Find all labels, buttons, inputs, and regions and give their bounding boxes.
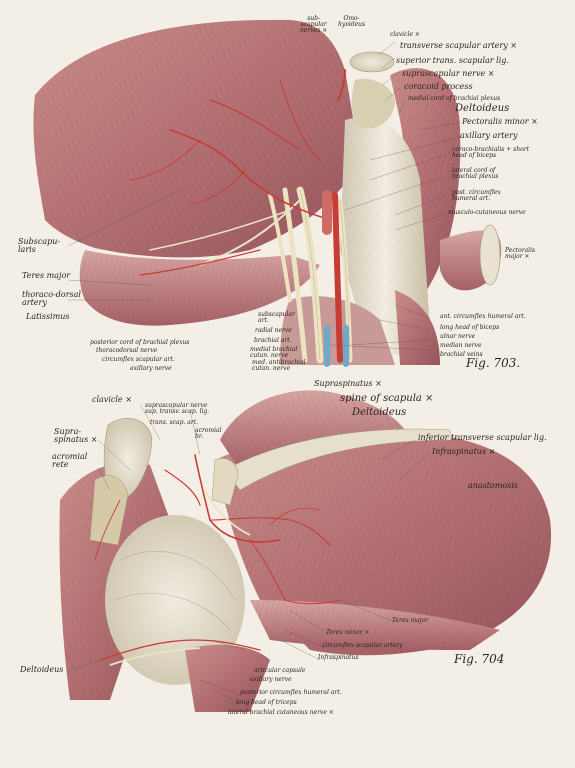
label-acromial-rete: acromial rete bbox=[52, 452, 88, 469]
label-medial-brachial-cutan: medial brachial cutan. nerve bbox=[250, 346, 298, 359]
label-supraspinatus-left: Supra- spinatus × bbox=[54, 427, 98, 444]
spine-of-scapula bbox=[224, 428, 453, 491]
label-coracoid-process: coracoid process bbox=[404, 82, 473, 91]
label-medial-cord: medial cord of brachial plexus bbox=[408, 95, 501, 102]
caption-fig-704: Fig. 704 bbox=[454, 652, 505, 666]
label-median-nerve: median nerve bbox=[440, 342, 482, 349]
label-clavicle-703: clavicle × bbox=[390, 31, 420, 38]
label-anastomosis: anastomosis bbox=[468, 481, 518, 490]
label-axillary-artery: axillary artery bbox=[460, 131, 518, 140]
label-ant-circumflex: ant. circumflex humeral art. bbox=[440, 313, 526, 320]
label-infraspinatus-704: Infraspinatus × bbox=[432, 447, 496, 456]
label-subscapular-nerves: sub- scapular nerves × bbox=[300, 15, 328, 34]
label-supraspinatus-704: Supraspinatus × bbox=[314, 379, 382, 388]
label-spine-of-scapula: spine of scapula × bbox=[340, 393, 434, 404]
label-transverse-scapular-artery: transverse scapular artery × bbox=[400, 41, 517, 50]
label-circumflex-scapular-artery: circumflex scapular artery bbox=[322, 642, 403, 649]
label-long-head-triceps: long head of triceps bbox=[236, 699, 297, 706]
label-suprascapular-nerve-704: suprascapular nerve sup. transv. scap. l… bbox=[145, 402, 210, 415]
label-brachial-art: brachial art. bbox=[254, 337, 292, 344]
label-med-antibrachial: med. antibrachial cutan. nerve bbox=[252, 359, 306, 372]
label-posterior-circumflex: posterior circumflex humeral art. bbox=[240, 689, 342, 696]
label-axillary-nerve-703: axillary nerve bbox=[130, 365, 172, 372]
nerve-branches bbox=[109, 489, 251, 666]
fig704-drawing bbox=[59, 390, 552, 714]
label-superior-trans-scapular-lig: superior trans. scapular lig. bbox=[396, 56, 509, 65]
label-pectoralis-major: Pectoralis major × bbox=[505, 247, 536, 260]
label-subscapular-art: subscapular art. bbox=[258, 311, 295, 324]
fig703-drawing bbox=[33, 19, 502, 367]
label-acromial-br: acromial br. bbox=[195, 427, 222, 440]
label-lateral-brachial-cutaneous: lateral brachial cutaneous nerve × bbox=[228, 709, 334, 716]
label-circumflex-scapular-art: circumflex scapular art. bbox=[102, 356, 175, 363]
label-posterior-cord: posterior cord of brachial plexus bbox=[90, 339, 190, 346]
label-pectoralis-minor: Pectoralis minor × bbox=[462, 117, 538, 126]
label-ulnar-nerve: ulnar nerve bbox=[440, 333, 476, 340]
label-teres-minor: Teres minor × bbox=[326, 629, 370, 636]
articular-capsule bbox=[105, 515, 245, 685]
label-teres-major-704: Teres major bbox=[392, 617, 429, 624]
label-axillary-nerve-704: axillary nerve bbox=[250, 676, 292, 683]
label-thoraco-dorsal-artery: thoraco-dorsal artery bbox=[22, 290, 81, 307]
label-deltoideus-704-top: Deltoideus bbox=[352, 407, 407, 418]
label-deltoideus-703: Deltoideus bbox=[455, 103, 510, 114]
label-lateral-cord: lateral cord of brachial plexus bbox=[452, 167, 499, 180]
long-head-triceps bbox=[185, 644, 270, 712]
label-latissimus: Latissimus bbox=[26, 312, 70, 321]
arteries bbox=[129, 69, 346, 363]
caption-fig-703: Fig. 703. bbox=[466, 356, 521, 370]
clavicle-stump bbox=[349, 51, 395, 73]
label-infraspinatus-low: Infraspinatus bbox=[318, 654, 359, 661]
label-brachial-veins: brachial veins bbox=[440, 351, 483, 358]
label-long-head-biceps: long head of biceps bbox=[440, 324, 500, 331]
label-clavicle-704: clavicle × bbox=[92, 395, 132, 404]
label-teres-major-703: Teres major bbox=[22, 271, 71, 280]
label-thoracodorsal-nerve: thoracodorsal nerve bbox=[96, 347, 158, 354]
label-coraco-brachialis: coraco-brachialis + short head of biceps bbox=[452, 146, 530, 159]
label-trans-scap-art: trans. scap. art. bbox=[150, 419, 199, 426]
label-deltoideus-704-low: Deltoideus bbox=[20, 665, 64, 674]
anastomosis-arteries bbox=[94, 454, 341, 661]
label-inferior-transverse-lig: inferior transverse scapular lig. bbox=[418, 433, 547, 442]
label-post-circumflex: post. circumflex humeral art. bbox=[452, 189, 501, 202]
label-omohyoideus: Omo- hyoideus bbox=[338, 15, 366, 28]
label-radial-nerve: radial nerve bbox=[255, 327, 292, 334]
label-suprascapular-nerve-703: suprascapular nerve × bbox=[402, 69, 495, 78]
label-articular-capsule: articular capsule bbox=[254, 667, 306, 674]
label-musculo-cutaneous: musculo-cutaneous nerve bbox=[448, 209, 526, 216]
label-subscapularis: Subscapu- laris bbox=[18, 237, 61, 254]
